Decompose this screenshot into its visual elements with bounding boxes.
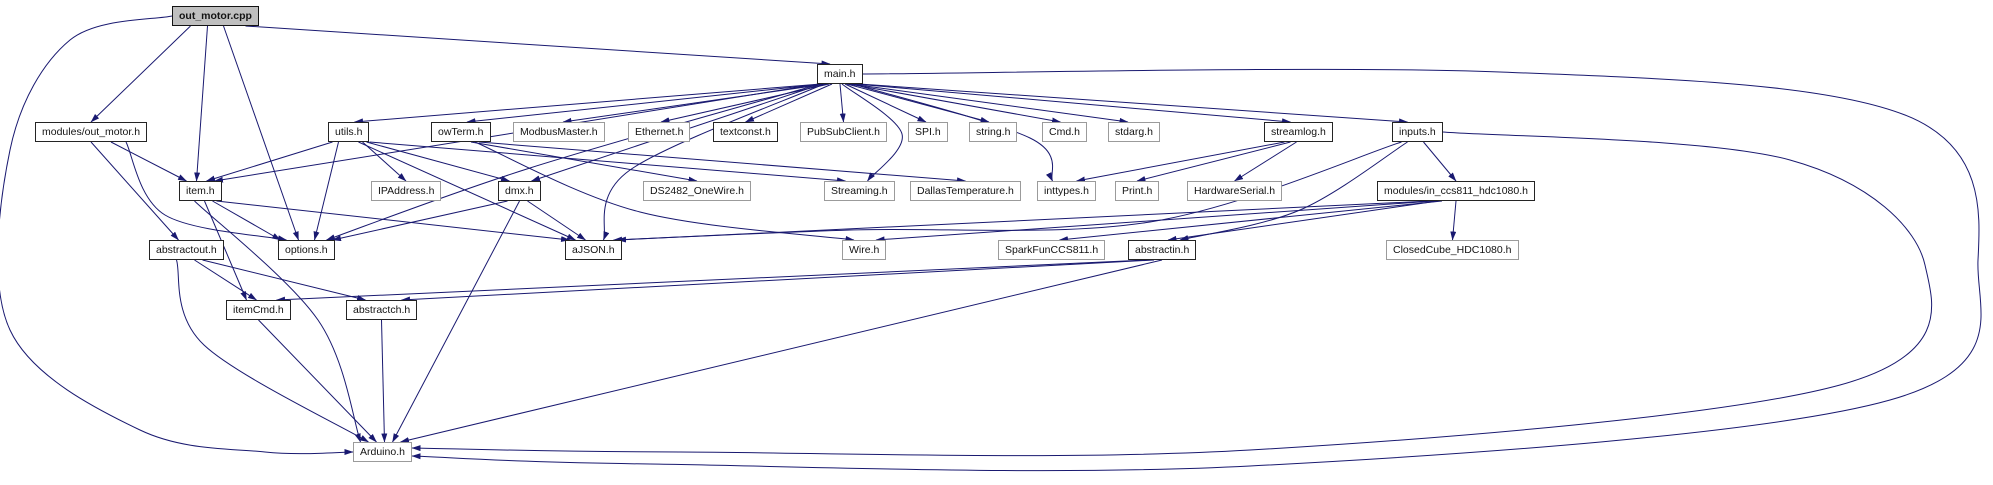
graph-node-in-ccs811-h[interactable]: modules/in_ccs811_hdc1080.h — [1377, 181, 1535, 201]
edge-in-ccs811-h-to-sparkfunccs811-h — [1059, 200, 1443, 243]
graph-node-print-h: Print.h — [1115, 181, 1160, 201]
graph-node-arduino-h: Arduino.h — [353, 442, 412, 462]
edge-itemcmd-h-to-arduino-h — [258, 319, 377, 443]
edge-modules-out-motor-h-to-options-h — [125, 141, 287, 242]
edge-streamlog-h-to-print-h — [1136, 141, 1291, 182]
edge-main-h-to-utils-h — [354, 83, 822, 125]
graph-node-options-h[interactable]: options.h — [278, 240, 335, 260]
edge-main-h-to-owterm-h — [466, 83, 824, 125]
edge-dmx-h-to-ajson-h — [527, 200, 586, 241]
edge-item-h-to-options-h — [212, 200, 281, 241]
edge-streamlog-h-to-inttypes-h — [1076, 141, 1285, 183]
edge-item-h-to-itemcmd-h — [204, 200, 247, 301]
graph-node-sparkfunccs811-h: SparkFunCCS811.h — [998, 240, 1106, 260]
graph-node-hardwareserial-h: HardwareSerial.h — [1187, 181, 1283, 201]
edge-main-h-to-spi-h — [844, 83, 927, 123]
graph-node-streaming-h: Streaming.h — [824, 181, 895, 201]
graph-node-utils-h[interactable]: utils.h — [328, 122, 370, 142]
edge-owterm-h-to-dallastemperature-h — [478, 141, 966, 184]
edge-in-ccs811-h-to-abstractin-h — [1167, 200, 1439, 242]
edge-main-h-to-streaming-h — [841, 83, 903, 182]
edge-root-to-item-h — [194, 25, 208, 182]
graph-node-modules-out-motor-h[interactable]: modules/out_motor.h — [35, 122, 148, 142]
edge-main-h-to-ajson-h — [603, 83, 825, 241]
graph-node-string-h: string.h — [969, 122, 1018, 142]
edge-utils-h-to-ipaddress-h — [362, 141, 407, 182]
edge-main-h-to-arduino-h — [411, 68, 1982, 472]
edge-root-to-arduino-h — [0, 15, 354, 456]
edge-main-h-to-cmd-h — [848, 83, 1061, 124]
edge-utils-h-to-item-h — [206, 141, 333, 182]
edge-abstractin-h-to-itemcmd-h — [276, 259, 1149, 303]
graph-node-dallastemperature-h: DallasTemperature.h — [910, 181, 1021, 201]
edge-streamlog-h-to-hardwareserial-h — [1234, 141, 1297, 182]
edge-main-h-to-options-h — [326, 83, 821, 241]
edge-main-h-to-streamlog-h — [854, 83, 1291, 125]
edge-modules-out-motor-h-to-item-h — [110, 141, 187, 182]
graph-node-closedcube-h: ClosedCube_HDC1080.h — [1386, 240, 1519, 260]
edge-owterm-h-to-wire-h — [474, 141, 855, 242]
graph-node-abstractout-h[interactable]: abstractout.h — [149, 240, 224, 260]
graph-node-streamlog-h[interactable]: streamlog.h — [1264, 122, 1333, 142]
edge-root-to-main-h — [245, 25, 831, 67]
graph-node-ajson-h[interactable]: aJSON.h — [565, 240, 622, 260]
edge-utils-h-to-dmx-h — [366, 141, 510, 182]
graph-node-dmx-h[interactable]: dmx.h — [498, 181, 541, 201]
graph-node-inputs-h[interactable]: inputs.h — [1392, 122, 1443, 142]
edge-in-ccs811-h-to-ajson-h — [617, 200, 1431, 243]
edge-modules-out-motor-h-to-abstractout-h — [90, 141, 179, 241]
graph-node-itemcmd-h[interactable]: itemCmd.h — [226, 300, 291, 320]
graph-node-abstractch-h[interactable]: abstractch.h — [346, 300, 418, 320]
edge-utils-h-to-options-h — [313, 141, 339, 241]
edge-main-h-to-textconst-h — [745, 83, 833, 123]
edge-inputs-h-to-in-ccs811-h — [1423, 141, 1457, 182]
graph-node-item-h[interactable]: item.h — [179, 181, 222, 201]
graph-node-stdarg-h: stdarg.h — [1108, 122, 1160, 142]
graph-node-ethernet-h: Ethernet.h — [628, 122, 691, 142]
edge-root-to-modules-out-motor-h — [90, 25, 191, 123]
graph-node-cmd-h: Cmd.h — [1042, 122, 1087, 142]
graph-node-ipaddress-h: IPAddress.h — [371, 181, 442, 201]
graph-node-spi-h: SPI.h — [908, 122, 948, 142]
edge-main-h-to-stdarg-h — [850, 83, 1129, 124]
graph-node-ds2482-onewire-h: DS2482_OneWire.h — [643, 181, 751, 201]
edge-main-h-to-inputs-h — [858, 83, 1408, 125]
edge-abstractout-h-to-abstractch-h — [202, 259, 366, 301]
graph-node-textconst-h[interactable]: textconst.h — [713, 122, 778, 142]
edge-abstractch-h-to-arduino-h — [381, 319, 388, 443]
edge-abstractout-h-to-arduino-h — [176, 259, 369, 443]
graph-node-modbusmaster-h: ModbusMaster.h — [513, 122, 605, 142]
edge-in-ccs811-h-to-closedcube-h — [1450, 200, 1457, 241]
edge-abstractin-h-to-arduino-h — [400, 259, 1163, 443]
edge-abstractout-h-to-itemcmd-h — [194, 259, 257, 301]
edges-group — [0, 15, 1982, 472]
graph-node-root: out_motor.cpp — [172, 6, 259, 26]
edge-dmx-h-to-options-h — [332, 200, 508, 242]
edge-abstractin-h-to-abstractch-h — [401, 259, 1155, 303]
edge-main-h-to-pubsubclient-h — [839, 83, 846, 123]
edge-inputs-h-to-arduino-h — [411, 131, 1933, 457]
graph-node-inttypes-h: inttypes.h — [1037, 181, 1096, 201]
edge-item-h-to-arduino-h — [194, 200, 361, 443]
edge-owterm-h-to-ds2482-onewire-h — [470, 141, 698, 183]
edge-root-to-options-h — [223, 25, 299, 241]
edge-utils-h-to-ajson-h — [358, 141, 576, 241]
graph-node-owterm-h[interactable]: owTerm.h — [431, 122, 491, 142]
edge-in-ccs811-h-to-wire-h — [875, 200, 1435, 243]
graph-node-main-h[interactable]: main.h — [817, 64, 863, 84]
edge-dmx-h-to-arduino-h — [392, 200, 520, 443]
edge-utils-h-to-streaming-h — [369, 141, 846, 184]
graph-node-wire-h: Wire.h — [842, 240, 887, 260]
edge-item-h-to-ajson-h — [216, 200, 570, 243]
edge-main-h-to-ethernet-h — [660, 83, 830, 124]
graph-node-abstractin-h[interactable]: abstractin.h — [1128, 240, 1197, 260]
graph-node-pubsubclient-h: PubSubClient.h — [800, 122, 887, 142]
